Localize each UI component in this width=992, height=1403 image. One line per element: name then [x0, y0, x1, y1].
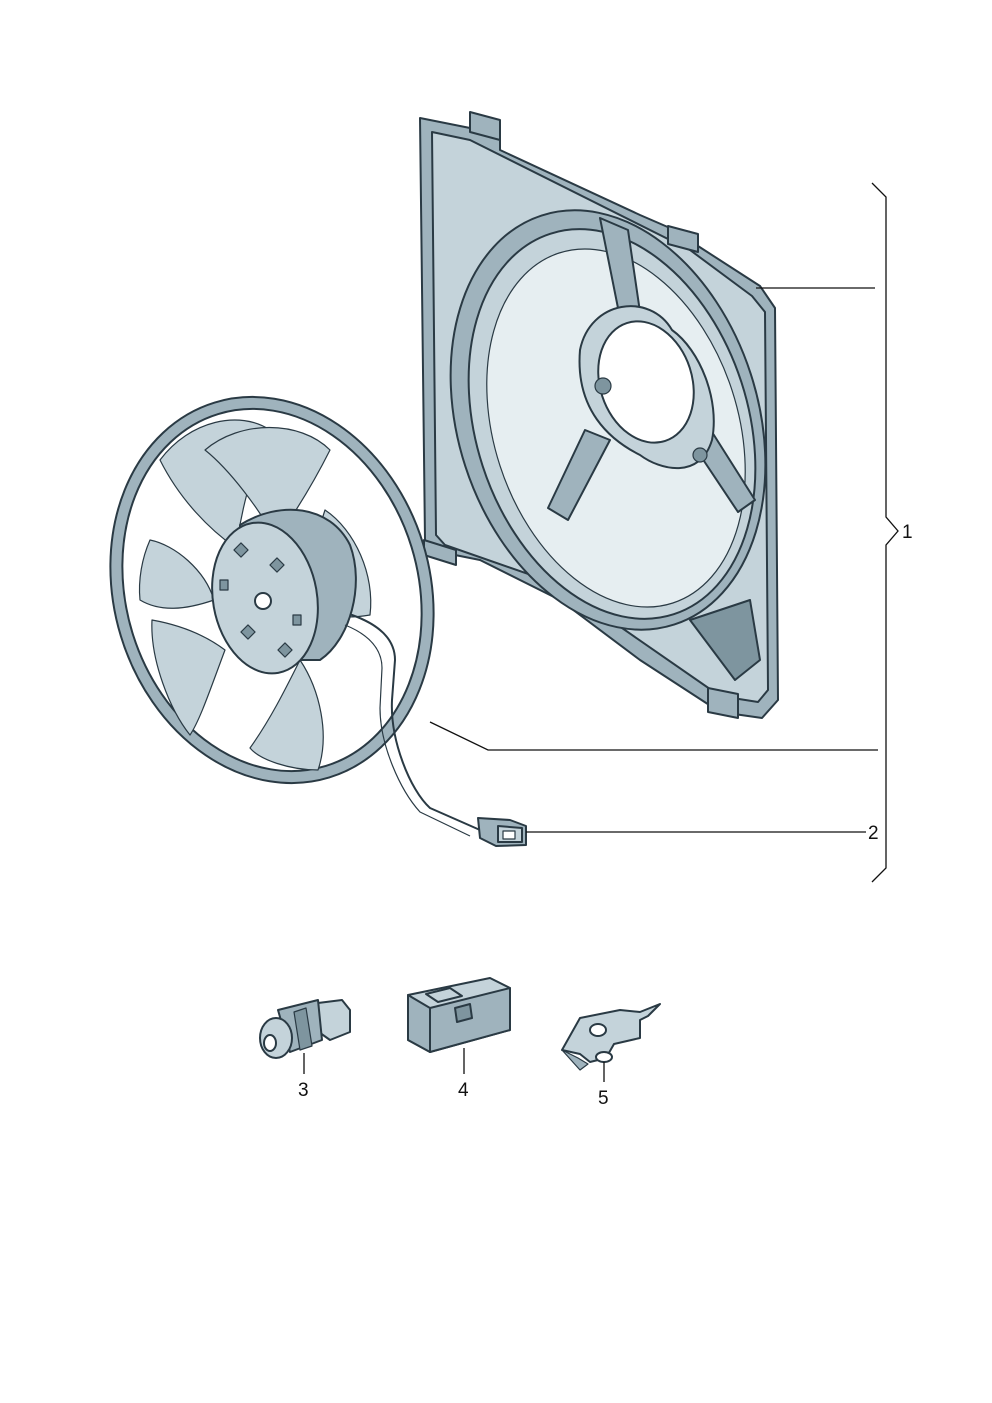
control-unit [407, 977, 511, 1053]
callout-2: 2 [868, 823, 879, 844]
callout-3: 3 [298, 1080, 309, 1101]
assembly-brace [871, 182, 899, 883]
temperature-switch [259, 999, 351, 1059]
callout-4: 4 [458, 1080, 469, 1101]
connector-plug [477, 817, 527, 847]
fan-shroud [419, 111, 779, 719]
bracket [561, 1003, 661, 1071]
callout-5: 5 [598, 1088, 609, 1109]
callout-1: 1 [902, 522, 913, 543]
leader-lines [303, 287, 878, 1082]
fan-wheel [109, 395, 481, 837]
